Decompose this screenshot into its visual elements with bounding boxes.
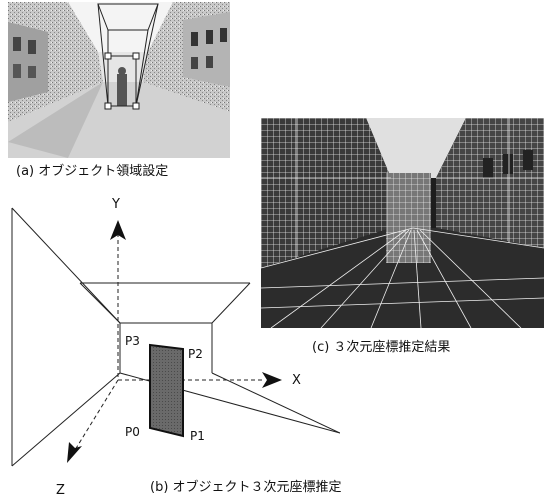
result-grid [261, 118, 544, 328]
object-rectangle [149, 343, 184, 438]
point-label-p2: P2 [188, 347, 203, 361]
panel-c-result-photo [261, 118, 544, 328]
axis-label-y: Y [111, 197, 120, 212]
street-photo-c [261, 118, 544, 328]
point-label-p3: P3 [125, 334, 140, 348]
axis-label-z: Z [56, 483, 65, 497]
caption-a: (a) オブジェクト領域設定 [16, 164, 169, 179]
room-wireframe [11, 207, 340, 467]
object-region-frame [97, 3, 159, 110]
panel-a-street-photo [8, 2, 230, 158]
street-photo-a [8, 2, 230, 158]
axis-label-x: X [292, 373, 301, 388]
caption-c: (c) ３次元座標推定結果 [312, 340, 451, 355]
x-axis-arrow [262, 372, 282, 388]
estimation-diagram: Y X Z P3 P2 P0 P1 [11, 197, 340, 497]
panel-b-diagram: Y X Z P3 P2 P0 P1 [0, 188, 340, 497]
caption-b: (b) オブジェクト３次元座標推定 [150, 480, 342, 495]
z-axis-arrow [67, 442, 82, 463]
axes-dashed [74, 233, 265, 451]
point-label-p1: P1 [190, 429, 205, 443]
point-label-p0: P0 [125, 425, 140, 439]
y-axis-arrow [110, 220, 126, 240]
